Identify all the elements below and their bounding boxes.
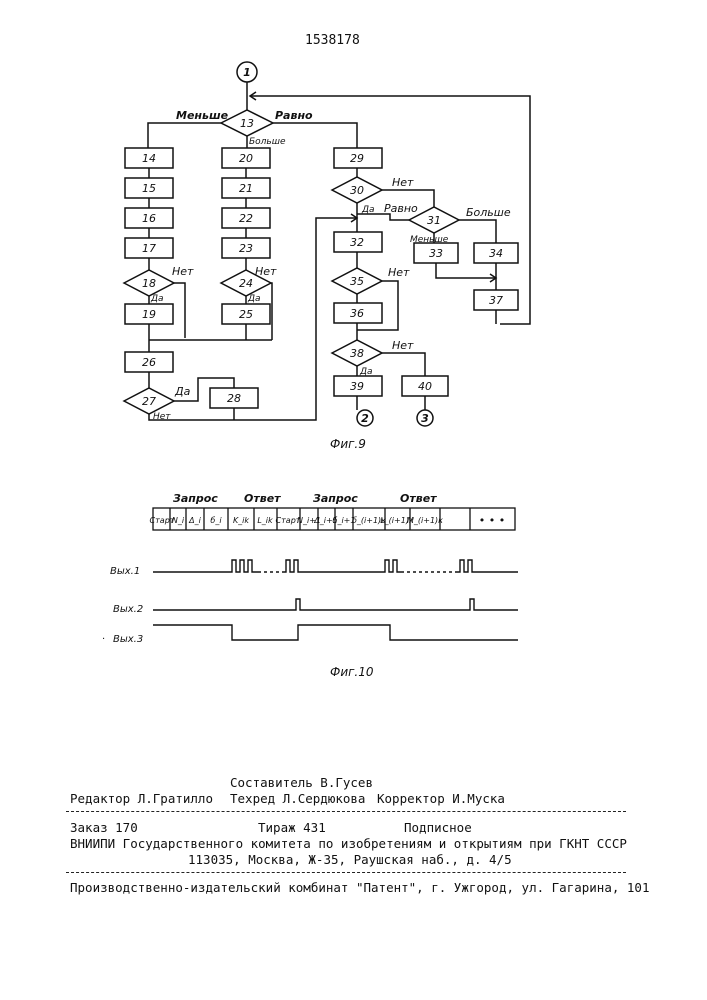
order: Заказ 170 [70,820,138,835]
block-28-label: 28 [227,392,241,405]
block-16-label: 16 [142,212,156,225]
output-2-label: Вых.2 [113,604,143,615]
label-equal-31: Равно [384,202,418,215]
decision-31-label: 31 [427,214,441,227]
label-no-18: Нет [172,265,194,278]
cell-delta-i: Δ_i [188,516,201,525]
phase-answer-2: Ответ [400,492,437,505]
block-39-label: 39 [350,380,364,393]
block-15-label: 15 [142,182,156,195]
label-no-35: Нет [388,266,410,279]
label-yes-27: Да [174,385,191,398]
address: 113035, Москва, Ж-35, Раушская наб., д. … [188,852,512,867]
output-3-signal [153,625,518,640]
label-yes-30: Да [361,205,375,215]
phase-query-1: Запрос [173,492,218,505]
block-14-label: 14 [142,152,156,165]
block-26-label: 26 [142,356,156,369]
phase-answer-1: Ответ [244,492,281,505]
label-less: Меньше [176,109,229,122]
block-33-label: 33 [429,247,443,260]
cell-l-ik: L_ik [257,516,273,525]
divider-top [66,811,626,812]
decision-38-label: 38 [350,347,364,360]
block-37-label: 37 [489,294,503,307]
decision-13-label: 13 [240,117,254,130]
cell-ellipsis: • • • [479,514,505,527]
figure-9-caption: Фиг.9 [330,437,366,451]
decision-30-label: 30 [350,184,364,197]
decision-27-label: 27 [142,395,156,408]
connector-2-label: 2 [361,412,369,425]
phase-query-2: Запрос [313,492,358,505]
block-40-label: 40 [418,380,432,393]
connector-3-label: 3 [421,412,429,425]
cell-b-i: б_i [210,516,222,525]
figure-10-timing: Запрос Ответ Запрос Ответ Старт N_i Δ_i … [0,480,707,730]
label-yes-24: Да [247,294,261,304]
decision-18-label: 18 [142,277,156,290]
block-32-label: 32 [350,236,364,249]
label-more-13: Больше [249,137,286,147]
label-more-31: Больше [466,206,511,219]
publisher: Производственно-издательский комбинат "П… [70,880,649,895]
output-2-signal [153,599,518,610]
block-17-label: 17 [142,242,156,255]
block-20-label: 20 [239,152,253,165]
output-3-label: Вых.3 [113,634,143,645]
block-34-label: 34 [489,247,503,260]
corrector: Корректор И.Муска [377,791,505,806]
label-equal: Равно [275,109,313,122]
output-1-signal [153,560,258,572]
decision-35-label: 35 [350,275,364,288]
cell-m-i1k: M_(i+1)к [407,516,443,525]
cell-n-i: N_i [172,516,185,525]
circulation: Тираж 431 [258,820,326,835]
label-no-27: Нет [153,412,171,422]
svg-text:·: · [102,634,105,645]
block-19-label: 19 [142,308,156,321]
label-no-24: Нет [255,265,277,278]
block-21-label: 21 [239,182,253,195]
block-29-label: 29 [350,152,364,165]
editor: Редактор Л.Гратилло [70,791,213,806]
decision-24-label: 24 [239,277,253,290]
block-23-label: 23 [239,242,253,255]
figure-9-flowchart: 1 13 Меньше Равно Больше 14 15 16 17 18 … [0,0,707,460]
figure-10-caption: Фиг.10 [330,665,374,679]
label-less-31: Меньше [410,235,449,245]
subscription: Подписное [404,820,472,835]
techred: Техред Л.Сердюкова [230,791,365,806]
output-1-label: Вых.1 [110,566,140,577]
label-yes-38: Да [359,367,373,377]
label-yes-18: Да [150,294,164,304]
label-no-38: Нет [392,339,414,352]
divider-bottom [66,872,626,873]
connector-1-label: 1 [243,66,251,79]
org-line: ВНИИПИ Государственного комитета по изоб… [70,836,627,851]
block-25-label: 25 [239,308,253,321]
compiler: Составитель В.Гусев [230,775,373,790]
block-22-label: 22 [239,212,253,225]
cell-k-ik: K_ik [233,516,249,525]
label-no-30: Нет [392,176,414,189]
block-36-label: 36 [350,307,364,320]
